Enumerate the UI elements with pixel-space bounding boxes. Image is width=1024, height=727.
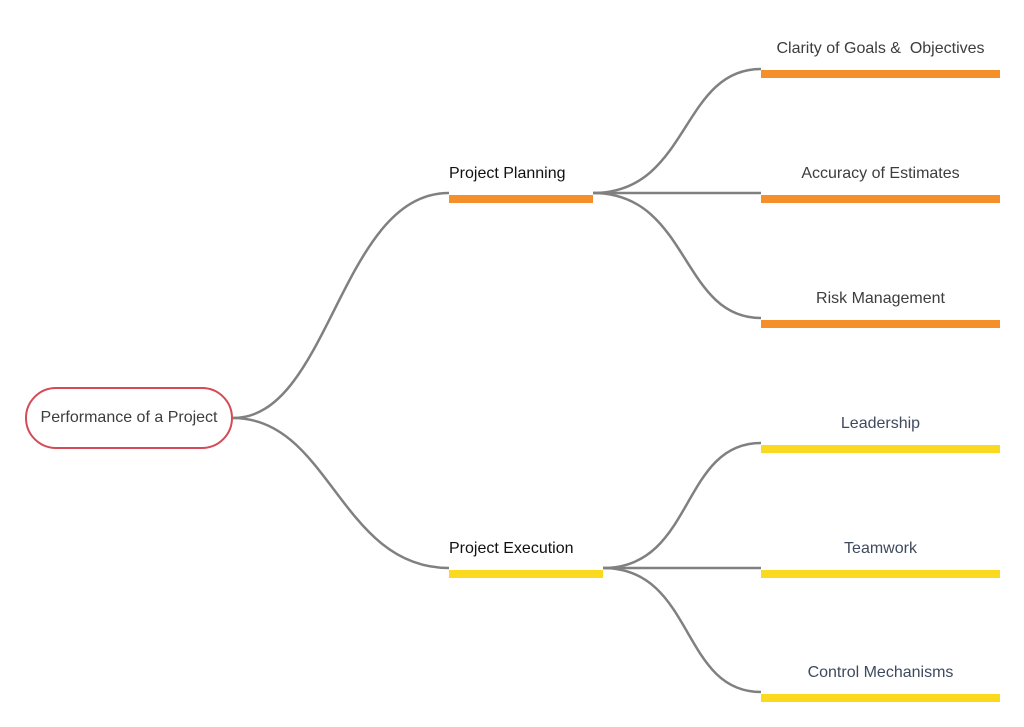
connector-root-to-planning: [232, 191, 450, 420]
leaf-bar-estimates: [761, 195, 1000, 203]
connector-planning-to-risk: [592, 191, 762, 320]
connector-execution-to-control: [602, 566, 762, 694]
root-node[interactable]: Performance of a Project: [25, 387, 233, 449]
leaf-label-control[interactable]: Control Mechanisms: [807, 664, 954, 681]
branch-bar-planning: [449, 195, 593, 203]
connector-execution-to-leadership: [602, 441, 762, 570]
leaf-label-risk[interactable]: Risk Management: [816, 290, 945, 307]
branch-label-execution[interactable]: Project Execution: [449, 540, 574, 557]
leaf-label-goals[interactable]: Clarity of Goals & Objectives: [776, 40, 985, 57]
leaf-label-leadership[interactable]: Leadership: [840, 415, 921, 432]
leaf-bar-risk: [761, 320, 1000, 328]
leaf-bar-teamwork: [761, 570, 1000, 578]
leaf-label-teamwork[interactable]: Teamwork: [844, 540, 917, 557]
leaf-bar-leadership: [761, 445, 1000, 453]
root-node-label: Performance of a Project: [40, 409, 218, 426]
branch-label-planning[interactable]: Project Planning: [449, 165, 566, 182]
leaf-bar-control: [761, 694, 1000, 702]
connector-root-to-execution: [232, 416, 450, 570]
branch-bar-execution: [449, 570, 603, 578]
connector-planning-to-goals: [592, 67, 762, 195]
leaf-label-estimates[interactable]: Accuracy of Estimates: [801, 165, 960, 182]
leaf-bar-goals: [761, 70, 1000, 78]
